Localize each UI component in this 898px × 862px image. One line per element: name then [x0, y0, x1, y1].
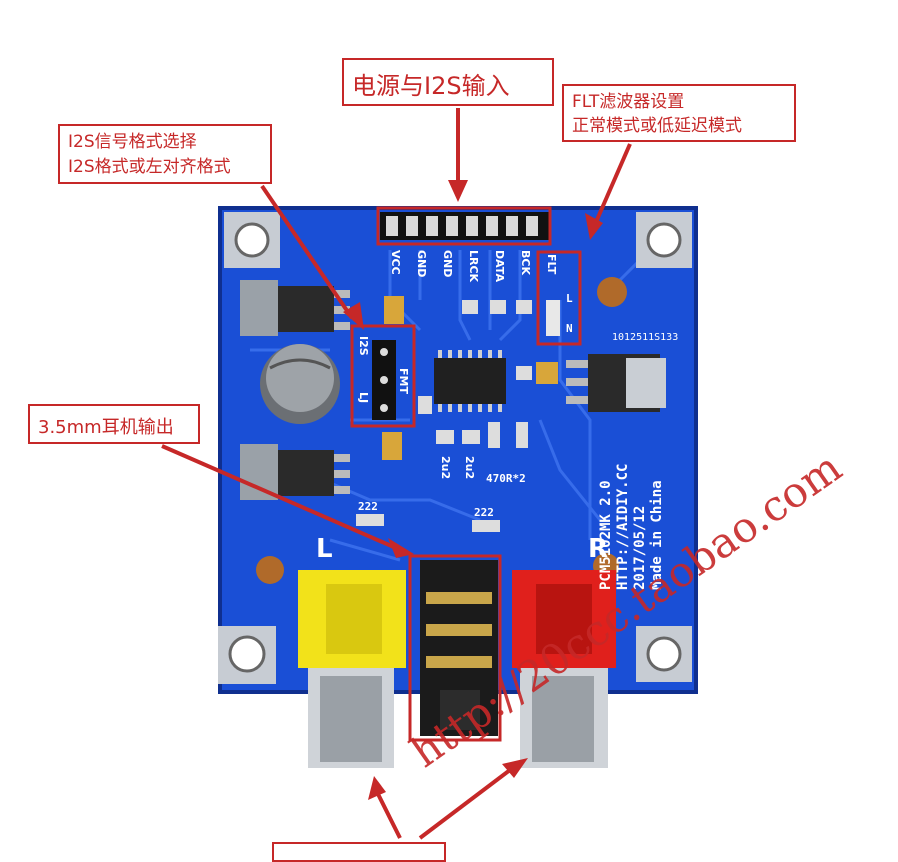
callout-flt-line1: FLT滤波器设置 [572, 92, 685, 112]
board-model: PCM5102MK 2.0 [598, 480, 614, 590]
highlight-i2s-jumper [350, 324, 416, 428]
voltage-regulator-right [566, 354, 666, 412]
flt-label: FLT [545, 254, 558, 275]
flt-opt-n: N [566, 322, 573, 335]
rca-jack-left [298, 570, 406, 768]
pin-label-data: DATA [493, 250, 506, 282]
board-url: HTTP://AIDIY.CC [615, 463, 631, 590]
flt-opt-l: L [566, 292, 573, 305]
highlight-pin-header [376, 206, 552, 246]
i2s-label: I2S [357, 336, 370, 356]
pin-label-vcc: VCC [389, 250, 402, 275]
callout-i2s-line1: I2S信号格式选择 [68, 132, 197, 152]
dac-chip [434, 350, 506, 412]
callout-rca-output [272, 842, 446, 862]
callout-i2s-format: I2S信号格式选择 I2S格式或左对齐格式 [58, 124, 272, 184]
callout-i2s-line2: I2S格式或左对齐格式 [68, 157, 231, 177]
pin-label-lrck: LRCK [467, 250, 480, 283]
pin-label-gnd-2: GND [441, 250, 454, 278]
electrolytic-capacitor [260, 344, 340, 424]
channel-left-label: L [316, 534, 333, 564]
smd-parts [356, 296, 558, 532]
cap-2u2-a: 2u2 [439, 456, 452, 480]
board-code: 1012511S133 [612, 332, 679, 343]
headphone-jack [420, 560, 498, 736]
callout-arrows [161, 108, 632, 840]
pin-header [380, 212, 550, 240]
channel-right-label: R [588, 534, 609, 564]
callout-power-i2s-input: 电源与I2S输入 [342, 58, 554, 106]
cap-2u2-b: 2u2 [463, 456, 476, 480]
callout-flt-line2: 正常模式或低延迟模式 [572, 116, 742, 136]
lj-label: LJ [357, 392, 370, 404]
flt-jumper [546, 300, 560, 336]
copper-pad [256, 556, 284, 584]
i2s-jumper-block [372, 340, 396, 420]
voltage-regulator-top [240, 280, 350, 336]
highlight-flt-jumper [536, 250, 582, 346]
callout-headphone-output: 3.5mm耳机输出 [28, 404, 200, 444]
mounting-holes [218, 212, 692, 684]
cap-222-b: 222 [474, 506, 494, 519]
copper-pad [597, 277, 627, 307]
callout-power-text: 电源与I2S输入 [352, 72, 510, 100]
cap-222-a: 222 [358, 500, 378, 513]
pin-label-gnd-1: GND [415, 250, 428, 278]
res-470-label: 470R*2 [486, 472, 526, 485]
callout-jack-text: 3.5mm耳机输出 [38, 417, 174, 438]
highlight-headphone-jack [408, 554, 502, 742]
voltage-regulator-bottom [240, 444, 350, 500]
pin-label-bck: BCK [519, 250, 532, 275]
fmt-label: FMT [397, 368, 410, 394]
highlight-boxes [350, 206, 582, 742]
callout-flt-setting: FLT滤波器设置 正常模式或低延迟模式 [562, 84, 796, 142]
rca-jack-right [512, 570, 616, 768]
